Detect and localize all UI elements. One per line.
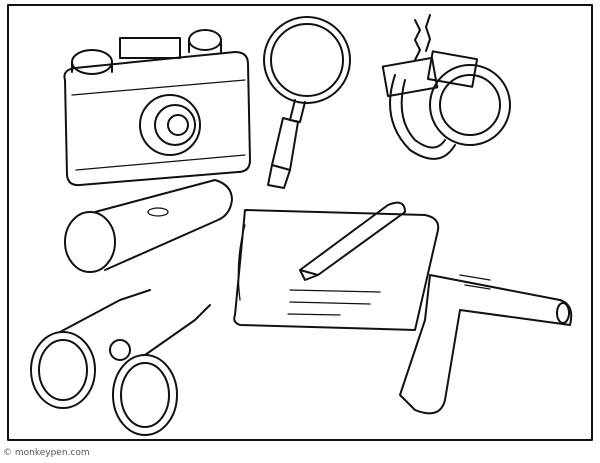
copyright-credit: © monkeypen.com — [3, 448, 90, 458]
flashlight-drawing — [64, 179, 233, 273]
pistol-drawing — [399, 274, 573, 415]
notebook-drawing — [233, 209, 440, 331]
magnifying-glass-drawing — [263, 16, 351, 189]
binoculars-drawing — [30, 289, 211, 436]
handcuffs-drawing — [381, 14, 511, 160]
page-frame — [7, 4, 593, 441]
pen-drawing — [299, 201, 406, 281]
camera-drawing — [63, 29, 251, 187]
